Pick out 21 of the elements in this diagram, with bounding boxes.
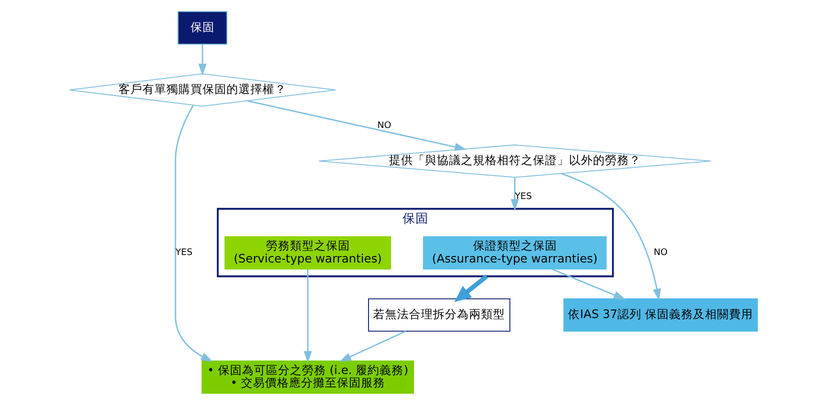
edge-label: YES [514, 192, 532, 202]
arrow [174, 104, 213, 362]
node-box: 保證類型之保固 (Assurance-type warranties) [423, 236, 607, 270]
arrow [198, 44, 207, 76]
arrow [510, 178, 519, 211]
arrow [561, 172, 661, 301]
node-box: 保固 [178, 11, 228, 45]
node-box: 依IAS 37認列 保固義務及相關費用 [563, 298, 758, 332]
arrow [454, 274, 488, 302]
edge-label: NO [377, 120, 392, 131]
edge-label: YES [176, 248, 192, 258]
arrow [247, 100, 466, 151]
node-diamond: 提供「與協議之規格相符之保證」以外的勞務？ [318, 144, 712, 178]
arrow [339, 330, 406, 362]
arrow [304, 269, 312, 363]
node-box: • 保固為可區分之勞務 (i.e. 履約義務) • 交易價格應分攤至保固服務 [202, 360, 414, 394]
arrow [552, 268, 626, 300]
node-box: 若無法合理拆分為兩類型 [368, 298, 510, 332]
node-diamond: 客戶有單獨購買保固的選擇權？ [69, 73, 336, 107]
edge-label: NO [654, 248, 668, 258]
node-box: 勞務類型之保固 (Service-type warranties) [224, 236, 392, 270]
